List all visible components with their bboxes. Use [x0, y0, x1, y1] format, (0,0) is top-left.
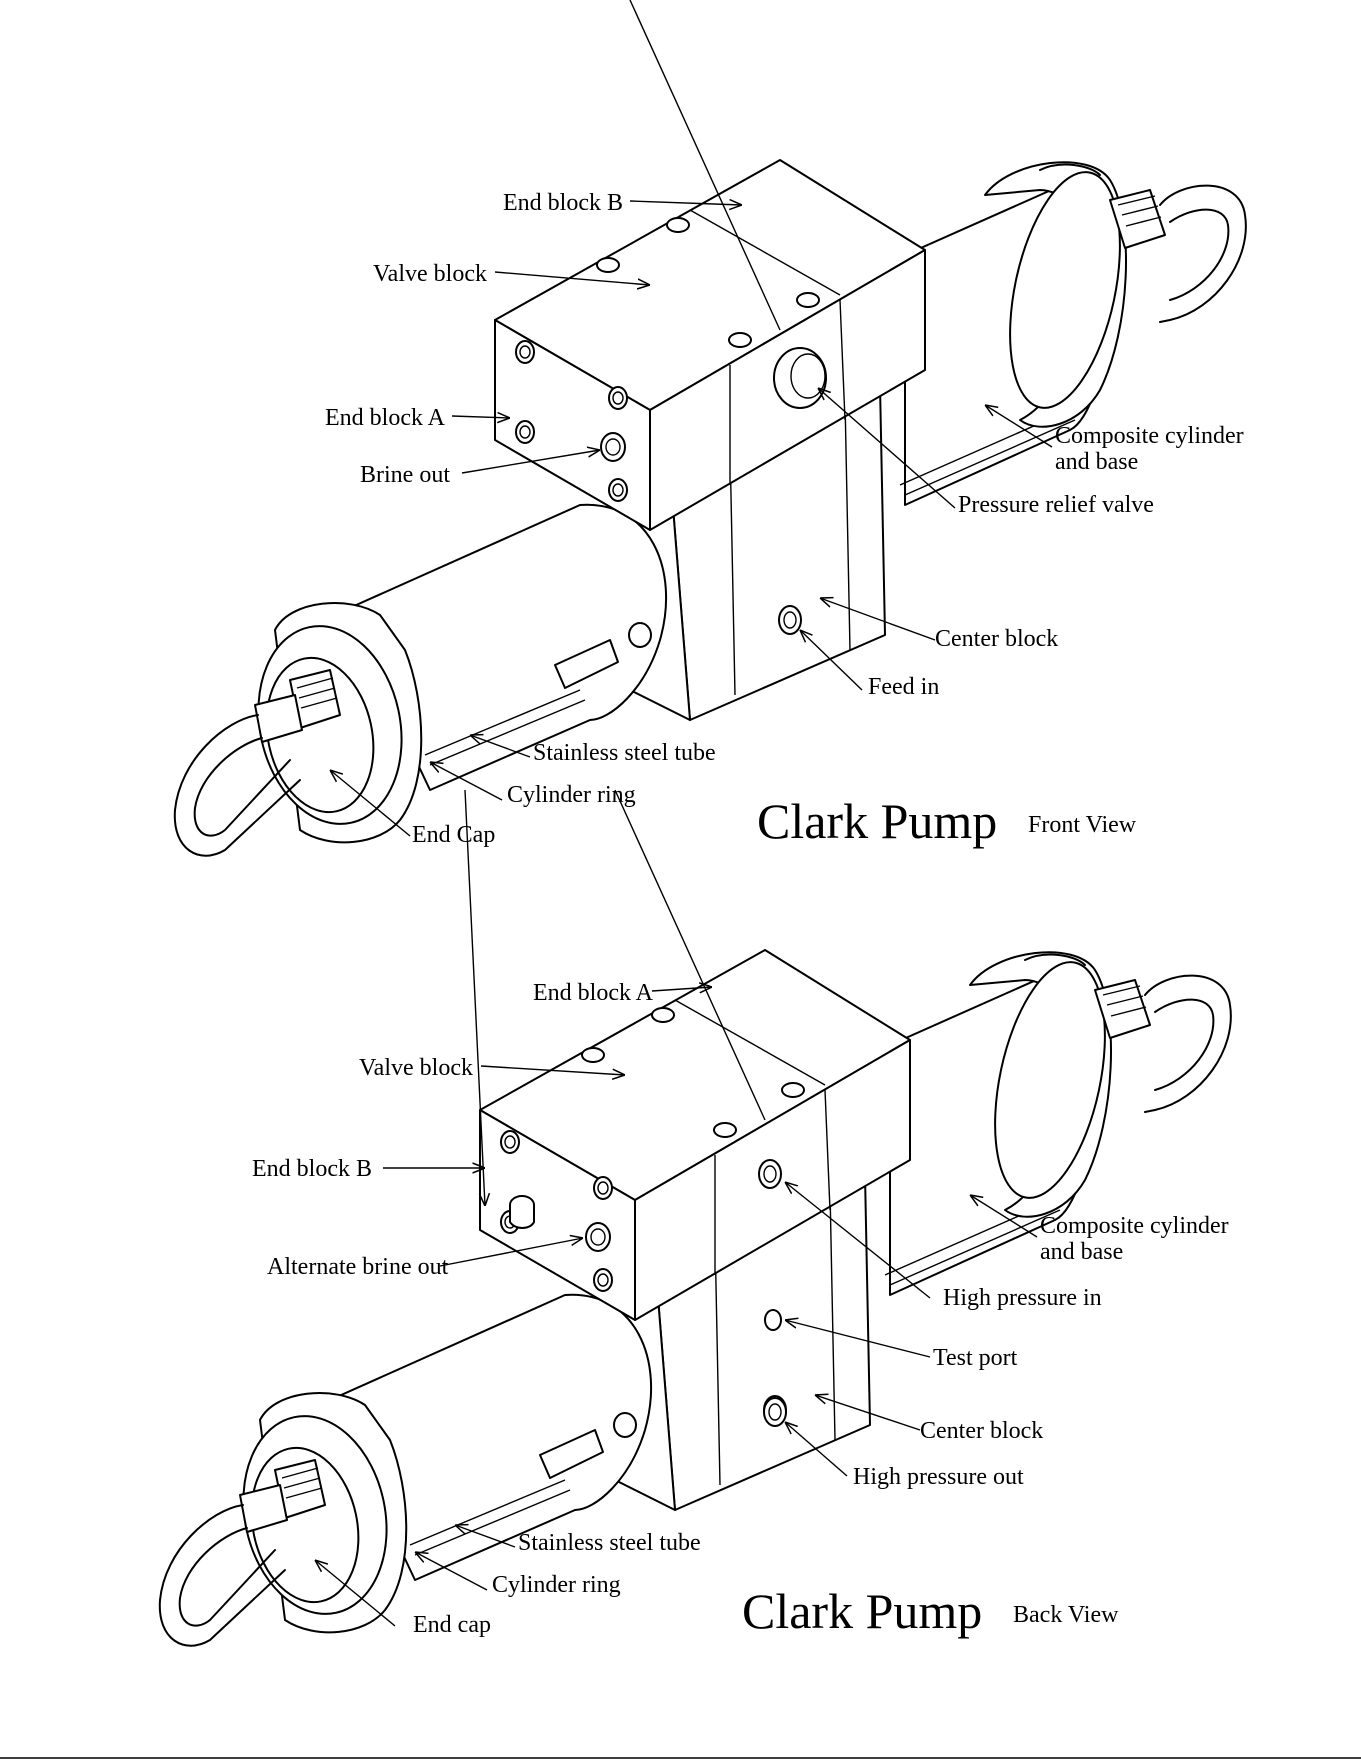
label-brine-out: Brine out: [360, 462, 450, 488]
label-cylinder-ring: Cylinder ring: [507, 782, 636, 808]
pressure-relief-valve-knob: [773, 347, 827, 409]
label-stainless-steel-tube: Stainless steel tube: [518, 1530, 701, 1556]
label-composite-cylinder: Composite cylinder: [1055, 423, 1244, 449]
label-alternate-brine-out: Alternate brine out: [267, 1254, 449, 1280]
label-test-port: Test port: [933, 1345, 1018, 1371]
front-view-subtitle: Front View: [1028, 812, 1137, 838]
back-view-subtitle: Back View: [1013, 1602, 1119, 1628]
label-high-pressure-out: High pressure out: [853, 1464, 1024, 1490]
label-pressure-relief-valve: Pressure relief valve: [958, 492, 1154, 518]
label-end-block-a: End block A: [325, 405, 446, 431]
label-composite-cylinder: Composite cylinder: [1040, 1213, 1229, 1239]
label-stainless-steel-tube: Stainless steel tube: [533, 740, 716, 766]
label-valve-block: Valve block: [359, 1055, 473, 1081]
label-end-block-b: End block B: [252, 1156, 372, 1182]
label-end-block-b: End block B: [503, 190, 623, 216]
label-and-base: and base: [1055, 449, 1138, 475]
label-center-block: Center block: [935, 626, 1058, 652]
label-end-cap: End cap: [413, 1612, 491, 1638]
label-feed-in: Feed in: [868, 674, 939, 700]
label-high-pressure-in: High pressure in: [943, 1285, 1102, 1311]
label-and-base: and base: [1040, 1239, 1123, 1265]
front-view: End block B Valve block End block A Brin…: [173, 0, 1247, 857]
label-end-block-a: End block A: [533, 980, 654, 1006]
label-end-cap: End Cap: [412, 822, 495, 848]
back-view-title: Clark Pump: [742, 1583, 982, 1639]
label-center-block: Center block: [920, 1418, 1043, 1444]
label-valve-block: Valve block: [373, 261, 487, 287]
back-view: End block A Valve block End block B Alte…: [158, 789, 1232, 1647]
label-cylinder-ring: Cylinder ring: [492, 1572, 621, 1598]
alternate-brine-plug: [509, 1195, 535, 1229]
front-view-title: Clark Pump: [757, 793, 997, 849]
